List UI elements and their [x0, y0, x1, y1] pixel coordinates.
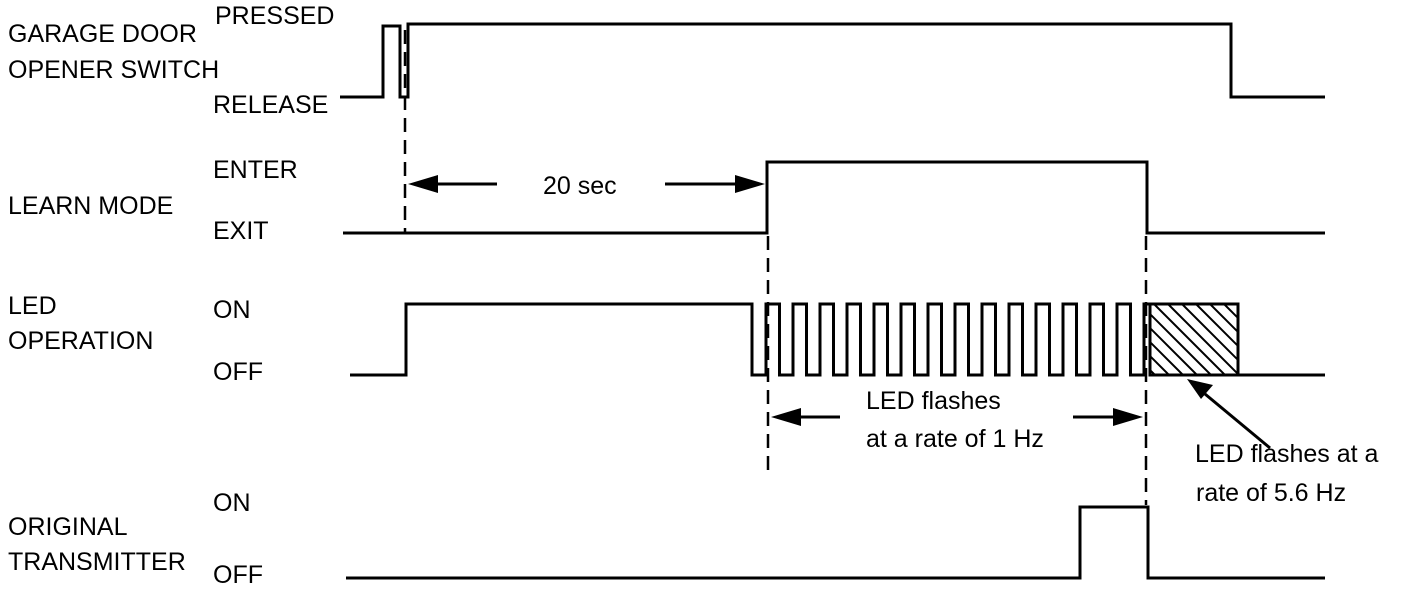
state-exit-label: EXIT — [213, 217, 269, 245]
hatch-line — [1150, 312, 1212, 375]
row-led-name-line2: OPERATION — [8, 327, 154, 355]
led-operation-waveform — [350, 302, 1150, 377]
state-transmitter-off-label: OFF — [213, 561, 263, 589]
hatch-line — [1195, 304, 1238, 348]
delay-20-sec-label: 20 sec — [543, 172, 617, 200]
learn-mode-waveform — [343, 160, 1325, 235]
hatch-line — [1150, 326, 1198, 375]
hatch-line — [1150, 354, 1170, 375]
row-transmitter-name-line2: TRANSMITTER — [8, 548, 186, 576]
row-transmitter-name-line1: ORIGINAL — [8, 513, 128, 541]
hatch-line — [1223, 304, 1238, 320]
state-led-off-label: OFF — [213, 358, 263, 386]
garage-switch-waveform — [340, 22, 1325, 99]
hatch-line — [1181, 304, 1238, 362]
delay-arrow-right — [665, 175, 765, 193]
fast-flash-pointer-arrow — [1187, 379, 1271, 450]
slow-flash-label-line2: at a rate of 1 Hz — [866, 425, 1044, 453]
row-garage-name-line2: OPENER SWITCH — [8, 56, 220, 84]
fast-flash-label-line1: LED flashes at a — [1195, 440, 1379, 468]
hatch-line — [1167, 304, 1238, 375]
led-fast-flash-block — [1148, 302, 1240, 377]
hatch-line — [1209, 304, 1238, 334]
row-led-name-line1: LED — [8, 292, 57, 320]
slow-flash-arrow-left — [771, 408, 840, 426]
state-enter-label: ENTER — [213, 156, 298, 184]
slow-flash-arrow-right — [1073, 408, 1143, 426]
row-learn-mode-name: LEARN MODE — [8, 192, 174, 220]
slow-flash-label-line1: LED flashes — [866, 387, 1001, 415]
state-transmitter-on-label: ON — [213, 489, 251, 517]
hatch-line — [1153, 304, 1226, 375]
transmitter-waveform — [346, 505, 1325, 580]
row-garage-name-line1: GARAGE DOOR — [8, 20, 197, 48]
fast-flash-label-line2: rate of 5.6 Hz — [1196, 479, 1347, 507]
delay-arrow-left — [408, 175, 497, 193]
state-release-label: RELEASE — [213, 91, 329, 119]
hatch-line — [1237, 304, 1238, 306]
state-led-on-label: ON — [213, 296, 251, 324]
state-pressed-label: PRESSED — [215, 2, 335, 30]
hatch-line — [1150, 340, 1184, 375]
